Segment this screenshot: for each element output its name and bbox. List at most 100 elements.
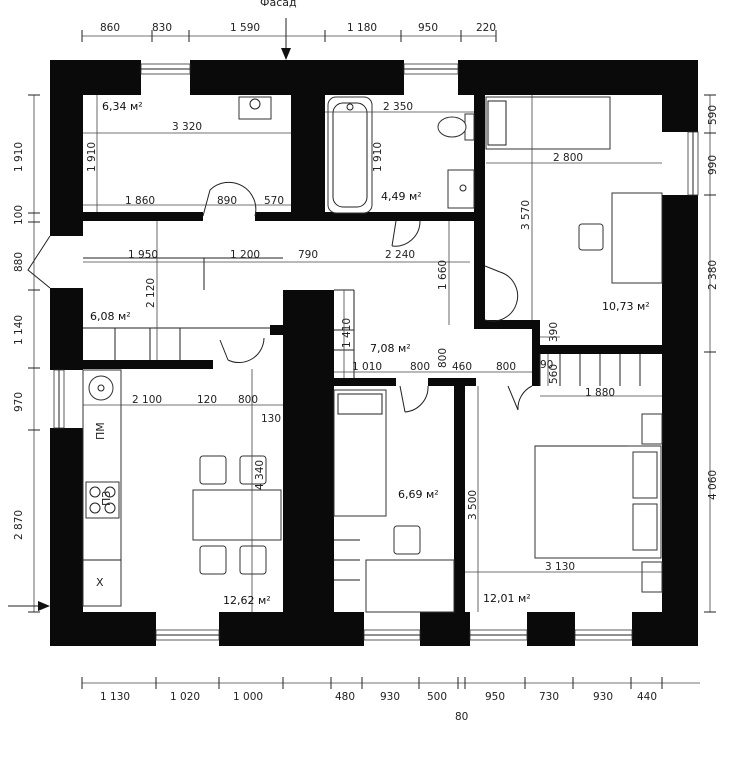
entrance-arrow-top [281,48,291,60]
dim-inner-1910b: 1 910 [372,142,384,172]
sink-bathroom [447,169,475,209]
dim-inner-2350: 2 350 [383,101,413,113]
dim-inner-3500: 3 500 [467,490,479,520]
dim-inner-560: 560 [548,364,560,384]
dim-bottom-10: 440 [637,691,657,703]
room-areas: 6,34 м² 4,49 м² 10,73 м² 6,08 м² 7,08 м²… [90,100,650,607]
entrance-arrow-left [38,601,50,611]
inner-dimension-labels: 3 320 1 910 1 860 890 570 2 350 1 910 2 … [86,101,615,573]
furniture: ПМ ПЗ Х [82,96,663,613]
doors [27,181,533,413]
dim-bottom-3: 1 000 [233,691,263,703]
dim-left-2: 100 [13,205,25,225]
dim-inner-3320: 3 320 [172,121,202,133]
dim-bottom-9: 930 [593,691,613,703]
dimension-chain-top: 860 830 1 590 1 180 950 220 [81,18,497,60]
dim-right-3: 2 380 [707,260,719,290]
dim-inner-2800: 2 800 [553,152,583,164]
dim-left-6: 2 870 [13,510,25,540]
dim-inner-800a: 800 [410,361,430,373]
dimension-chain-left: 1 910 100 880 1 140 970 2 870 [8,94,50,613]
toilet [437,116,467,138]
dim-top-5: 950 [418,22,438,34]
room-area-bedroom-middle: 6,69 м² [398,488,439,501]
dim-bottom-5: 930 [380,691,400,703]
nightstand-2 [641,561,663,593]
outer-walls [50,60,698,646]
room-area-bathroom: 4,49 м² [381,190,422,203]
dim-left-1: 1 910 [13,142,25,172]
washbasin [238,96,272,120]
dim-bottom-7: 950 [485,691,505,703]
dim-inner-1660: 1 660 [437,260,449,290]
dining-chair-2 [239,455,267,485]
dim-left-3: 880 [13,252,25,272]
dimension-chain-bottom: 1 130 1 020 1 000 480 930 500 950 730 93… [81,677,700,723]
dim-inner-90: 90 [540,359,553,371]
dim-inner-570: 570 [264,195,284,207]
dim-inner-890: 890 [217,195,237,207]
pillow-1 [632,451,658,499]
dining-chair-1 [199,455,227,485]
dim-inner-1200: 1 200 [230,249,260,261]
dim-top-1: 860 [100,22,120,34]
dim-inner-390: 390 [548,322,560,342]
dim-inner-1880: 1 880 [585,387,615,399]
dim-inner-2100: 2 100 [132,394,162,406]
dining-chair-4 [239,545,267,575]
dim-top-3: 1 590 [230,22,260,34]
dim-left-5: 970 [13,392,25,412]
bathtub [327,96,373,214]
room-area-hall: 6,08 м² [90,310,131,323]
dishwasher-label: ПМ [94,422,107,440]
dim-inner-1410: 1 410 [341,318,353,348]
room-area-kitchen: 12,62 м² [223,594,271,607]
dim-inner-790: 790 [298,249,318,261]
dim-left-4: 1 140 [13,315,25,345]
dim-inner-1950: 1 950 [128,249,158,261]
dim-inner-2120: 2 120 [145,278,157,308]
nightstand-1 [641,413,663,445]
room-area-bedroom-top: 10,73 м² [602,300,650,313]
dim-inner-1910a: 1 910 [86,142,98,172]
dim-top-6: 220 [476,22,496,34]
facade-label: Фасад [260,0,297,9]
dim-inner-1860: 1 860 [125,195,155,207]
dim-inner-800c: 800 [496,361,516,373]
stove-label: ПЗ [100,491,113,506]
dim-inner-800d: 800 [238,394,258,406]
dim-inner-3130: 3 130 [545,561,575,573]
dim-bottom-6: 500 [427,691,447,703]
pillow-2 [632,503,658,551]
room-area-bedroom-main: 12,01 м² [483,592,531,605]
room-area-corridor: 7,08 м² [370,342,411,355]
dim-right-1: 590 [707,105,719,125]
windows [53,63,699,641]
dim-top-4: 1 180 [347,22,377,34]
bed-top [485,96,611,150]
dim-bottom-8: 730 [539,691,559,703]
chair-top-room [578,223,604,251]
dim-inner-120: 120 [197,394,217,406]
desk-middle [365,559,455,613]
dim-right-4: 4 060 [707,470,719,500]
dim-inner-460: 460 [452,361,472,373]
interior-walls [83,95,662,612]
room-area-bathroom-corridor: 6,34 м² [102,100,143,113]
dim-inner-2240: 2 240 [385,249,415,261]
dim-inner-1010: 1 010 [352,361,382,373]
dim-inner-800b: 800 [437,348,449,368]
dim-bottom-2: 1 020 [170,691,200,703]
inner-dimension-lines [83,95,662,612]
kitchen-sink [88,375,114,401]
dim-inner-4340: 4 340 [254,460,266,490]
dim-top-2: 830 [152,22,172,34]
fridge-label: Х [96,576,104,589]
dim-inner-130: 130 [261,413,281,425]
dining-table [192,489,282,541]
dim-bottom-11: 80 [455,711,468,723]
dimension-chain-right: 590 990 2 380 4 060 [704,94,719,613]
desk-top [611,192,663,284]
dim-bottom-4: 480 [335,691,355,703]
